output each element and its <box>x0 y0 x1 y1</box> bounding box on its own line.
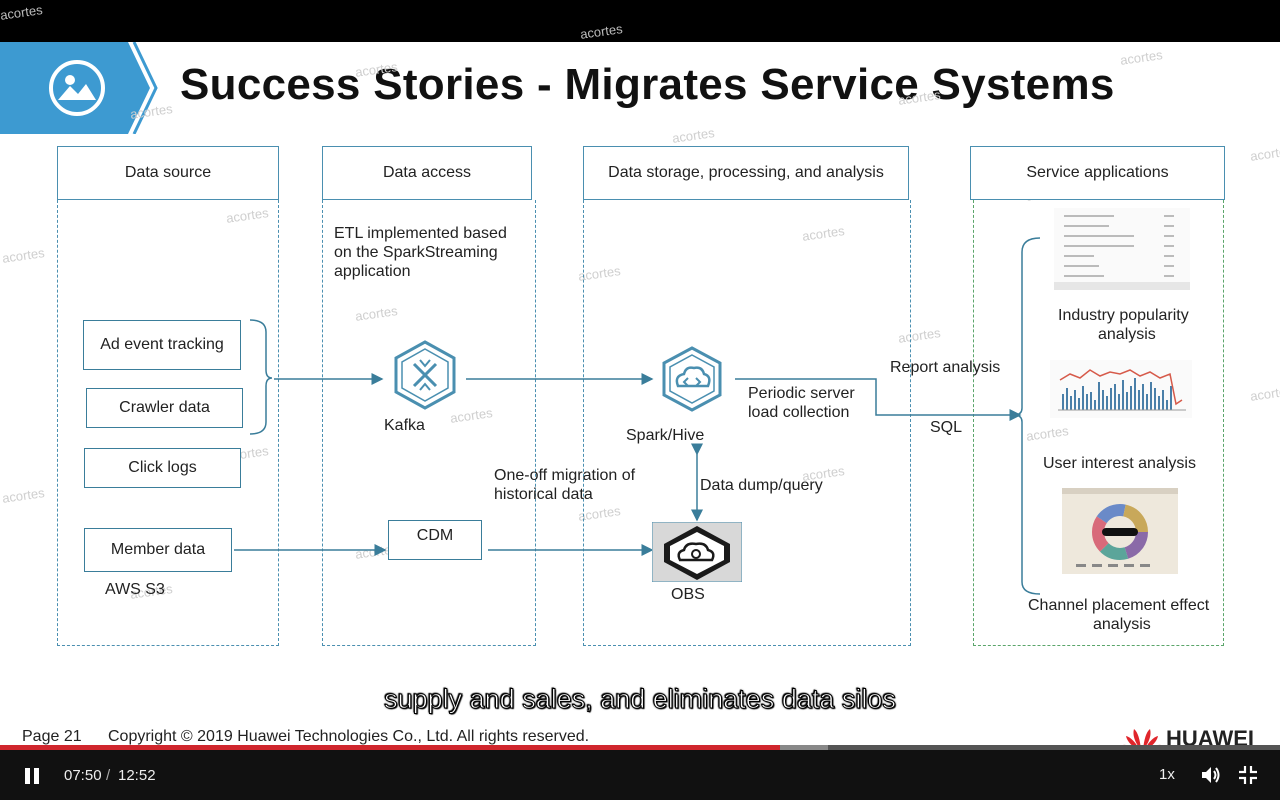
column-header-data-source: Data source <box>57 146 279 200</box>
etl-label-line2: on the SparkStreaming <box>334 244 498 261</box>
source-ad-event-tracking: Ad event tracking <box>83 320 241 370</box>
kafka-icon <box>394 340 456 410</box>
user-interest-chart-thumbnail <box>1050 360 1192 418</box>
obs-label: OBS <box>671 586 705 603</box>
industry-table-thumbnail <box>1054 208 1190 290</box>
watermark: acortes <box>0 2 44 23</box>
current-time: 07:50 <box>64 767 102 784</box>
time-separator: / <box>106 767 111 784</box>
aws-s3-label: AWS S3 <box>105 581 165 598</box>
column-data-source <box>57 200 279 646</box>
obs-icon <box>652 522 742 582</box>
etl-label-line3: application <box>334 263 411 280</box>
column-service-apps <box>973 200 1224 646</box>
image-icon <box>0 42 158 134</box>
pause-icon[interactable] <box>22 766 42 786</box>
spark-hive-icon <box>662 346 722 412</box>
slide-title: Success Stories - Migrates Service Syste… <box>180 60 1115 109</box>
industry-label-line2: analysis <box>1098 326 1156 343</box>
spark-hive-label: Spark/Hive <box>626 427 705 444</box>
player-controls: 07:50 / 12:52 1x <box>0 750 1280 800</box>
exit-fullscreen-icon[interactable] <box>1238 765 1258 785</box>
column-header-data-storage: Data storage, processing, and analysis <box>583 146 909 200</box>
source-click-logs: Click logs <box>84 448 241 488</box>
column-header-service-apps: Service applications <box>970 146 1225 200</box>
oneoff-label-line2: historical data <box>494 486 593 503</box>
volume-icon[interactable] <box>1200 765 1222 785</box>
source-crawler-data: Crawler data <box>86 388 243 428</box>
etl-label-line1: ETL implemented based <box>334 225 507 242</box>
source-member-data: Member data <box>84 528 232 572</box>
cdm-box: CDM <box>388 520 482 560</box>
duration: 12:52 <box>118 767 156 784</box>
slide: Success Stories - Migrates Service Syste… <box>0 42 1280 750</box>
kafka-label: Kafka <box>384 417 425 434</box>
channel-donut-thumbnail <box>1062 488 1178 574</box>
sql-label: SQL <box>930 419 963 436</box>
flow-arrows <box>234 237 1041 595</box>
user-interest-label: User interest analysis <box>1043 455 1196 472</box>
periodic-label-line1: Periodic server <box>748 385 855 402</box>
oneoff-label-line1: One-off migration of <box>494 467 636 484</box>
progress-played <box>0 745 780 751</box>
caption-subtitle: supply and sales, and eliminates data si… <box>384 684 897 715</box>
playback-speed-button[interactable]: 1x <box>1159 766 1175 783</box>
periodic-label-line2: load collection <box>748 404 850 421</box>
industry-label-line1: Industry popularity <box>1058 307 1189 324</box>
column-data-access <box>322 200 536 646</box>
channel-label-line1: Channel placement effect <box>1028 597 1210 614</box>
bracket-sources <box>249 319 273 435</box>
progress-bar[interactable] <box>0 745 1280 751</box>
column-header-data-access: Data access <box>322 146 532 200</box>
watermark: acortes <box>579 21 624 42</box>
copyright: Copyright © 2019 Huawei Technologies Co.… <box>108 728 590 745</box>
channel-label-line2: analysis <box>1093 616 1151 633</box>
column-data-storage <box>583 200 911 646</box>
report-analysis-label: Report analysis <box>890 359 1001 376</box>
page-number: Page 21 <box>22 728 82 745</box>
data-dump-label: Data dump/query <box>700 477 823 494</box>
